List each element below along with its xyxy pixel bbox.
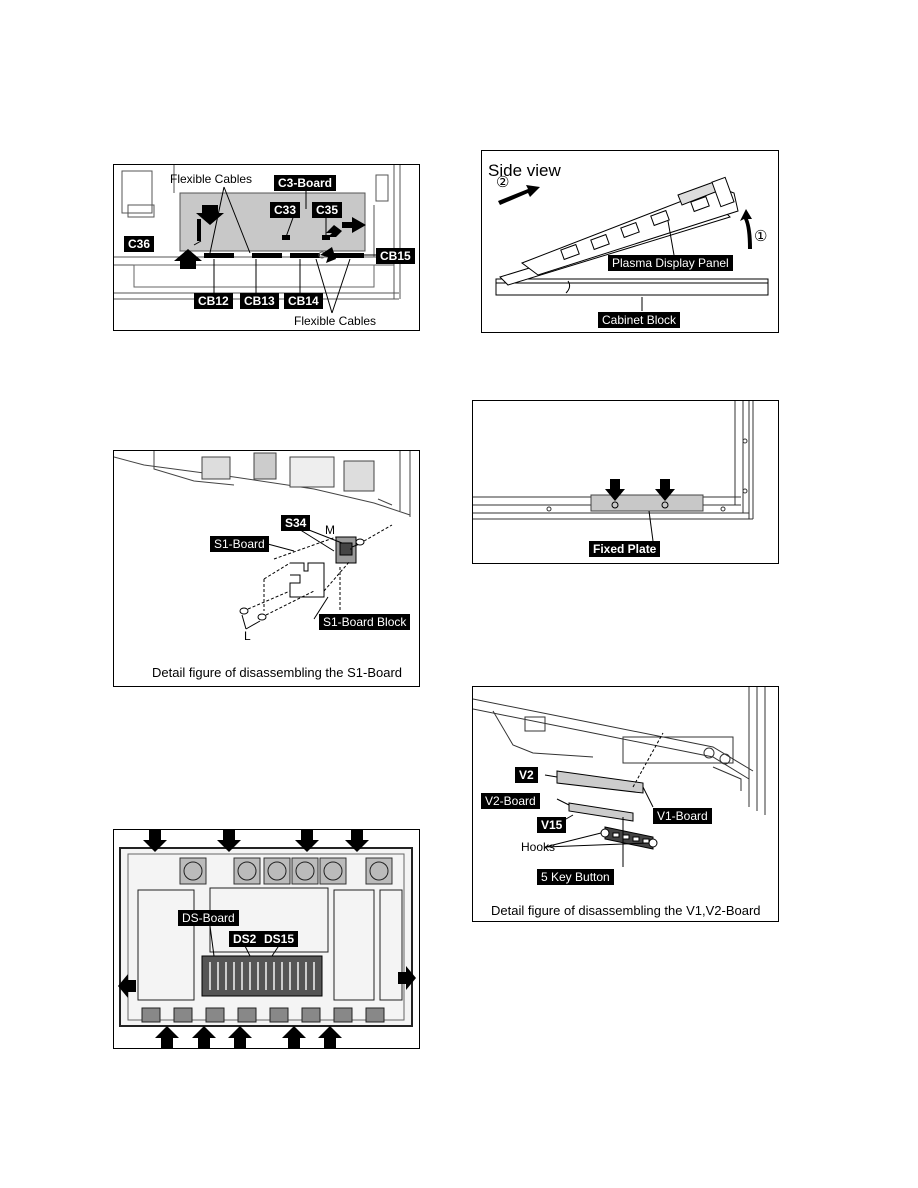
ds2-label: DS2 xyxy=(229,931,261,947)
plasma-display-panel-label: Plasma Display Panel xyxy=(608,255,733,271)
s1-board-block-label: S1-Board Block xyxy=(319,614,411,630)
figure-c3-board: Flexible Cables C3-Board C33 C35 C36 CB1… xyxy=(113,164,420,331)
v1-board-label: V1-Board xyxy=(653,808,712,824)
fixed-plate-label: Fixed Plate xyxy=(589,541,661,557)
step-2-marker: ② xyxy=(496,174,510,191)
v2-board-label: V2-Board xyxy=(481,793,540,809)
flexible-cables-label-bottom: Flexible Cables xyxy=(294,314,377,328)
cb15-label: CB15 xyxy=(376,248,415,264)
ds-board-label: DS-Board xyxy=(178,910,239,926)
v2-connector-label: V2 xyxy=(515,767,538,783)
c35-label: C35 xyxy=(312,202,343,218)
v15-connector-label: V15 xyxy=(537,817,567,833)
cb13-label: CB13 xyxy=(240,293,279,309)
c36-label: C36 xyxy=(124,236,155,252)
figure-s1-board: S34 M S1-Board S1-Board Block L Detail f… xyxy=(113,450,420,687)
m-label: M xyxy=(325,523,335,537)
fixed-plate-drawing xyxy=(473,401,754,542)
figure-side-view: Side view ② ① Plasma Display Panel Cabin… xyxy=(481,150,779,333)
step-1-marker: ① xyxy=(754,228,768,245)
l-label: L xyxy=(244,629,251,643)
v-board-drawing xyxy=(473,687,766,867)
hooks-label: Hooks xyxy=(521,840,556,854)
s34-label: S34 xyxy=(281,515,311,531)
figure-v1-v2-board: V2 V2-Board V1-Board V15 Hooks 5 Key But… xyxy=(472,686,779,922)
side-view-drawing xyxy=(495,176,769,311)
v-board-caption: Detail figure of disassembling the V1,V2… xyxy=(491,903,761,918)
s1-board-drawing xyxy=(114,451,411,630)
figure-fixed-plate: Fixed Plate xyxy=(472,400,779,564)
s1-board-caption: Detail figure of disassembling the S1-Bo… xyxy=(152,665,403,680)
ds15-label: DS15 xyxy=(260,931,299,947)
side-view-title: Side view xyxy=(488,161,561,180)
s1-board-label: S1-Board xyxy=(210,536,269,552)
flexible-cables-label-top: Flexible Cables xyxy=(170,172,253,186)
5-key-button-label: 5 Key Button xyxy=(537,869,614,885)
figure-ds-board: DS-Board DS2 DS15 xyxy=(113,829,420,1049)
cb12-label: CB12 xyxy=(194,293,233,309)
c33-label: C33 xyxy=(270,202,301,218)
cb14-label: CB14 xyxy=(284,293,323,309)
cabinet-block-label: Cabinet Block xyxy=(598,312,681,328)
c3-board-label: C3-Board xyxy=(274,175,337,191)
